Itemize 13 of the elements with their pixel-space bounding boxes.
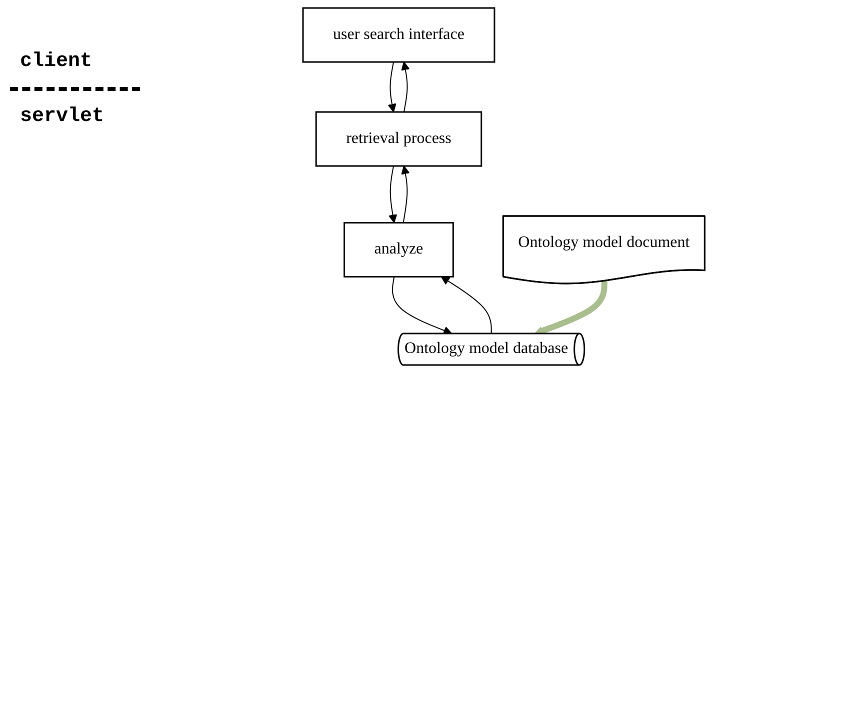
node-box: retrieval process <box>315 111 482 167</box>
layer-label: client <box>20 50 94 73</box>
layer-label: servlet <box>20 105 106 128</box>
arrow <box>534 281 608 335</box>
node-box: user search interface <box>302 7 495 63</box>
arrow <box>388 166 397 224</box>
node-box: analyze <box>343 222 454 278</box>
arrow <box>392 276 452 335</box>
arrow <box>400 166 410 224</box>
arrow <box>387 62 396 112</box>
arrow <box>400 62 410 112</box>
arrow <box>440 276 492 334</box>
node-text: Ontology model database <box>404 340 568 358</box>
